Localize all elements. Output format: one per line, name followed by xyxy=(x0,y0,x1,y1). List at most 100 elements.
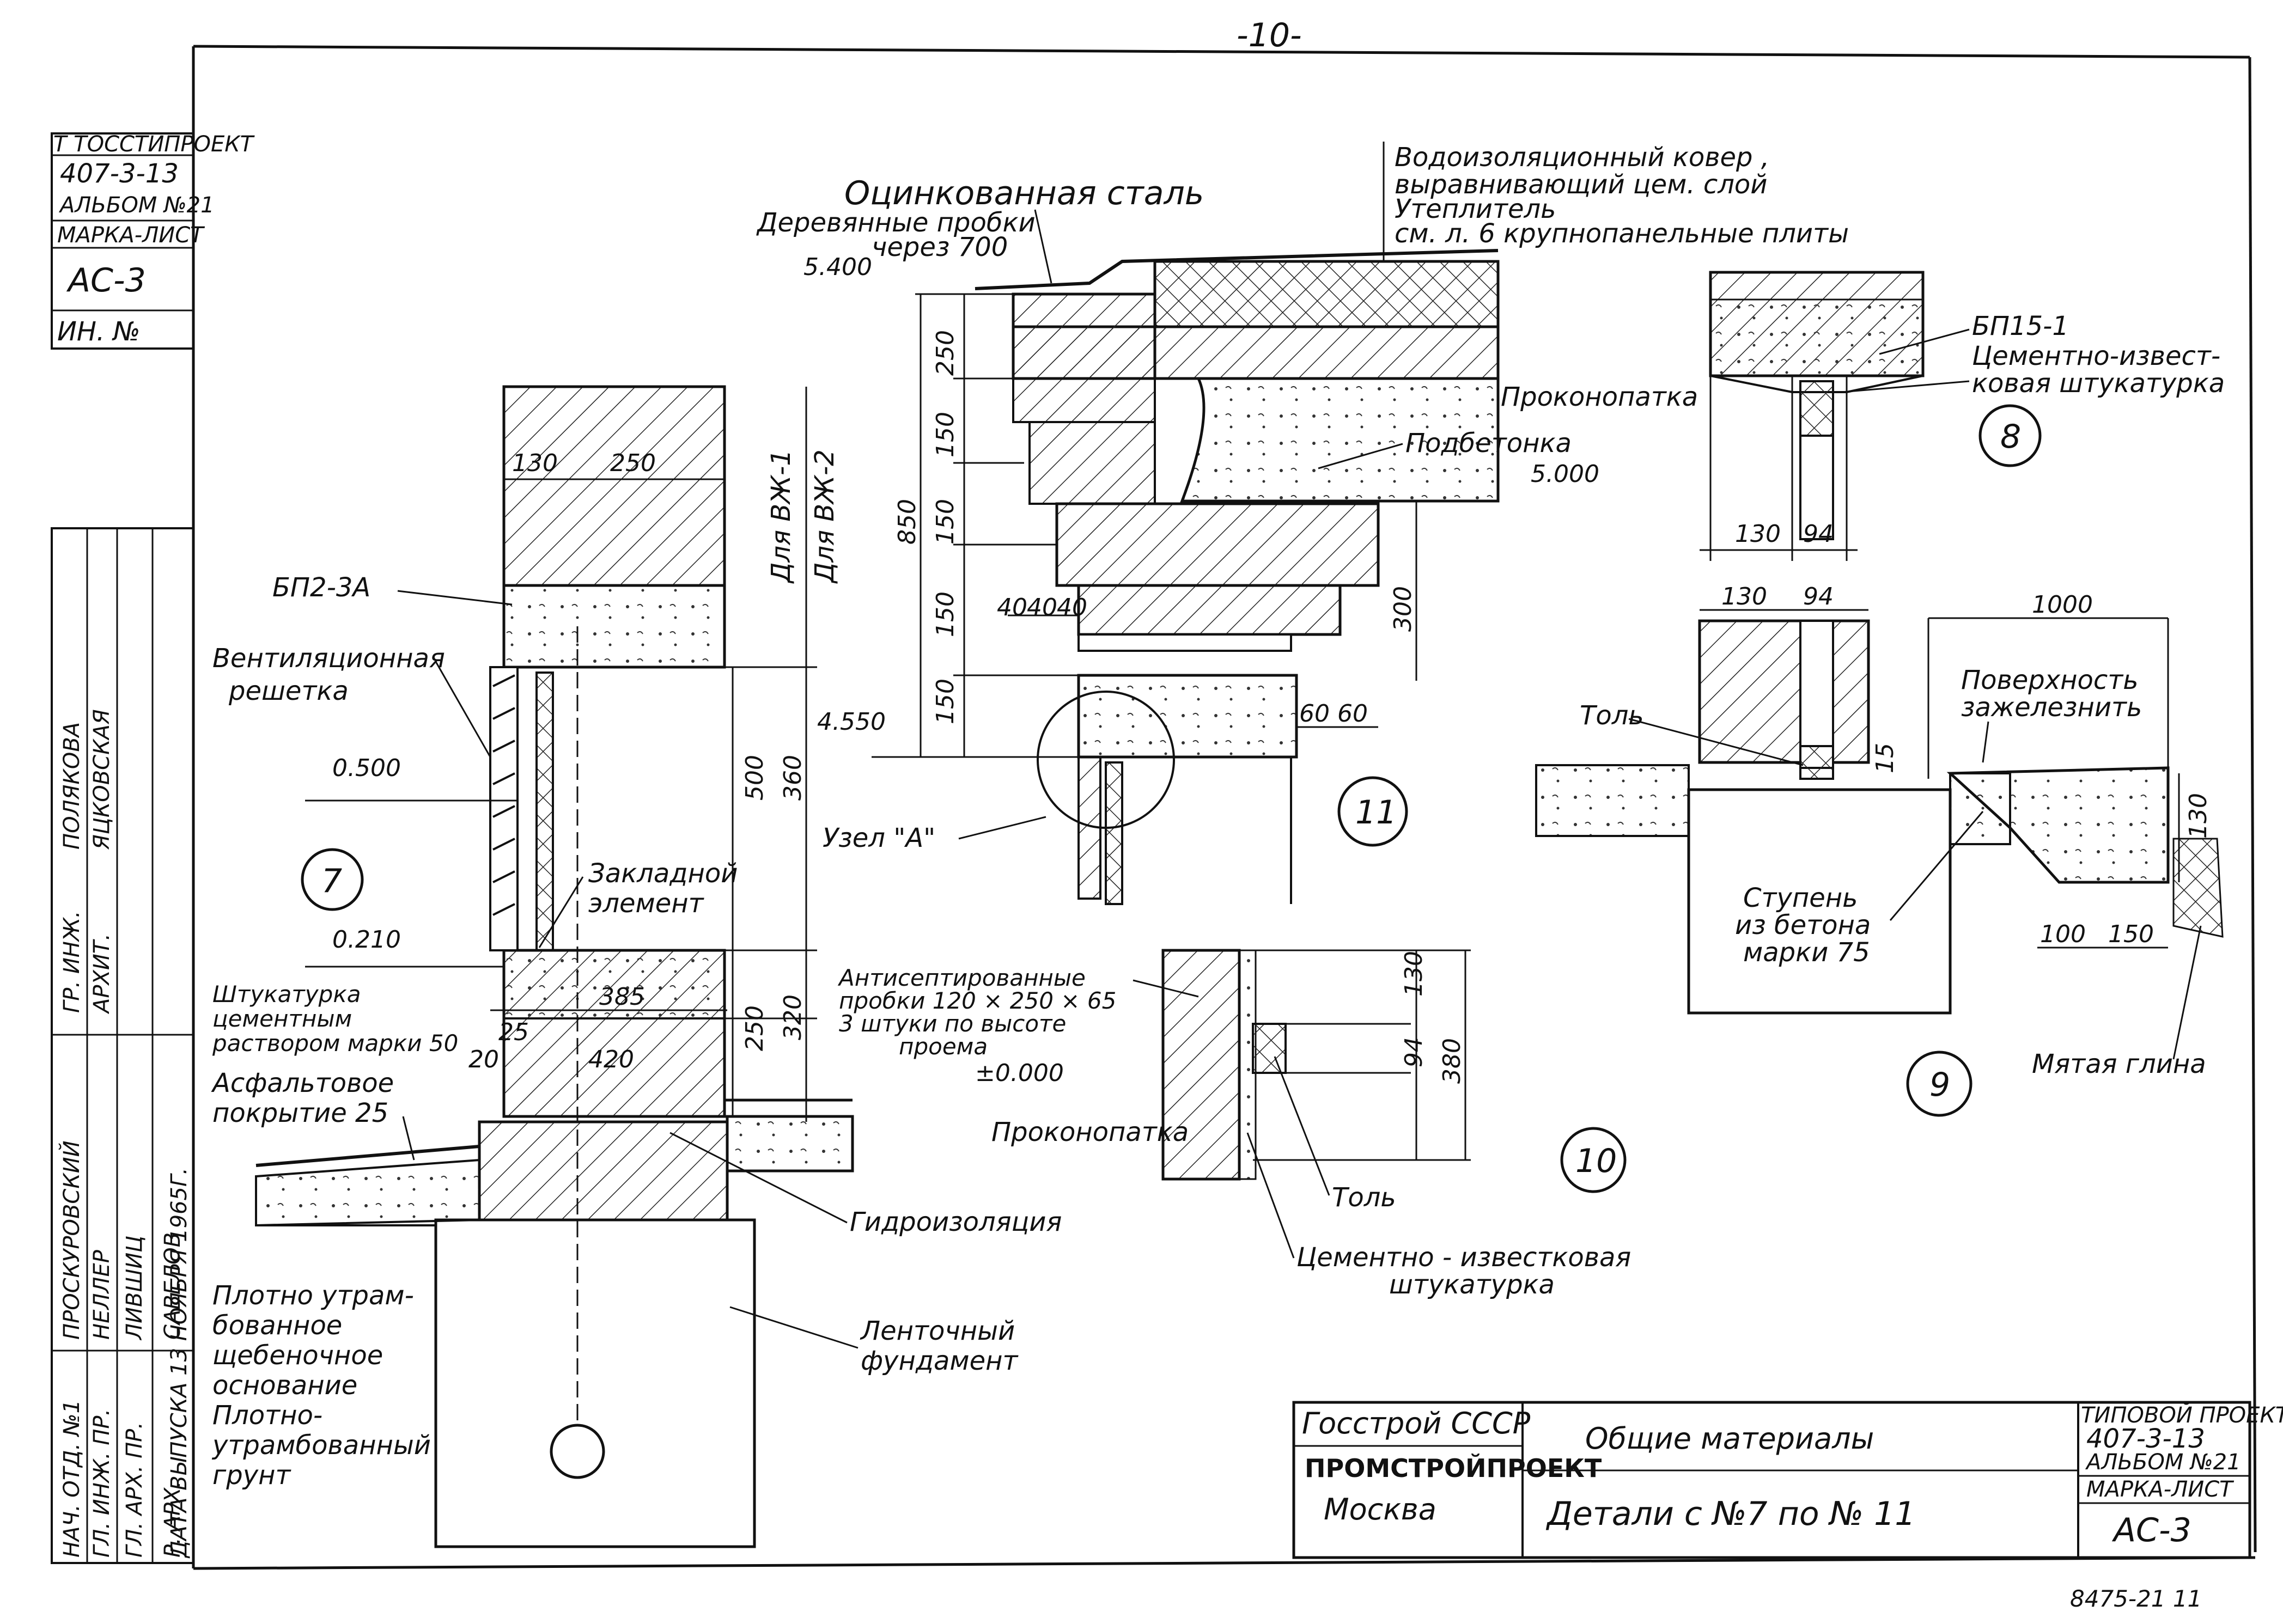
tb-album: АЛЬБОМ №21 xyxy=(2085,1450,2241,1475)
d8-dim-94: 94 xyxy=(1803,520,1834,548)
d9-step-1: Ступень xyxy=(1743,883,1858,913)
d9-step-3: марки 75 xyxy=(1743,937,1870,968)
sig-name-2: НЕЛЛЕР xyxy=(89,1249,114,1340)
detail-10: 10 Антисептированные пробки 120 × 250 × … xyxy=(837,949,1631,1300)
tb-project-code: 407-3-13 xyxy=(2086,1424,2205,1454)
stamp-line-3: АЛЬБОМ №21 xyxy=(58,193,215,218)
tb-title-2: Детали с №7 по № 11 xyxy=(1545,1495,1915,1533)
d9-dim-100: 100 xyxy=(2040,920,2086,948)
d7-dim-320: 320 xyxy=(779,994,807,1040)
tb-project-hdr: ТИПОВОЙ ПРОЕКТ xyxy=(2081,1402,2283,1428)
d7-dim-360: 360 xyxy=(779,755,807,801)
stamp-line-6: ИН. № xyxy=(57,316,140,347)
detail-9: 9 Толь Поверхность зажелезнить Ступень и… xyxy=(1535,583,2224,1117)
d7-found-2: фундамент xyxy=(861,1346,1019,1376)
detail-7: 7 БП2-3А Вентиляционная решетка Закладно… xyxy=(211,385,1062,1548)
d11-dim-250: 250 xyxy=(932,330,959,376)
d11-plugs-2: через 700 xyxy=(872,232,1008,262)
d7-found-1: Ленточный xyxy=(860,1316,1015,1346)
d11-dim-850: 850 xyxy=(893,499,921,545)
d7-gravel-3: щебеночное xyxy=(212,1340,383,1371)
detail-8-number: 8 xyxy=(2000,418,2021,456)
d7-vzh1: Для ВЖ-1 xyxy=(766,449,796,584)
d7-dim-250b: 250 xyxy=(741,1005,769,1051)
d7-soil-1: Плотно- xyxy=(212,1400,322,1431)
d7-bp-label: БП2-3А xyxy=(272,572,370,603)
title-block: Госстрой СССР ПРОМСТРОЙПРОЕКТ Москва Общ… xyxy=(1292,1401,2283,1559)
d9-step-2: из бетона xyxy=(1735,910,1871,941)
d9-dim-130b: 130 xyxy=(2184,793,2212,839)
d7-plaster-2: цементным xyxy=(212,1005,352,1032)
sig-name-3: ЛИВШИЦ xyxy=(122,1236,147,1341)
detail-11: 11 Оцинкованная сталь Деревянные пробки … xyxy=(756,142,1849,905)
sig-role-4: Р. АРХ. xyxy=(160,1481,185,1558)
d8-plaster-1: Цементно-извест- xyxy=(1972,341,2220,371)
d7-plaster-3: раствором марки 50 xyxy=(212,1030,458,1057)
sig-role-5: ГР. ИНЖ. xyxy=(59,911,84,1013)
d10-tol: Толь xyxy=(1332,1182,1396,1213)
d11-steel: Оцинкованная сталь xyxy=(844,174,1204,212)
tb-org-1: Госстрой СССР xyxy=(1302,1406,1531,1440)
sig-role-3: ГЛ. АРХ. ПР. xyxy=(122,1422,147,1558)
detail-7-number: 7 xyxy=(321,862,342,900)
d7-dim-25: 25 xyxy=(498,1018,529,1046)
d11-dim-150c: 150 xyxy=(932,591,959,637)
detail-10-number: 10 xyxy=(1575,1142,1617,1180)
d8-plaster-2: ковая штукатурка xyxy=(1972,368,2225,399)
d10-caulk: Проконопатка xyxy=(991,1117,1189,1147)
d11-roof-1: Водоизоляционный ковер , xyxy=(1395,142,1769,173)
stamp-line-1: Т ТОССТИПРОЕКТ xyxy=(53,132,255,157)
d7-vent-label-1: Вентиляционная xyxy=(212,643,445,674)
sig-role-1: НАЧ. ОТД. №1 xyxy=(59,1400,84,1558)
d7-hydro: Гидроизоляция xyxy=(850,1207,1062,1237)
signature-block: НАЧ. ОТД. №1 ПРОСКУРОВСКИЙ ГР. ИНЖ. ПОЛЯ… xyxy=(51,527,194,1564)
d7-dim-385: 385 xyxy=(599,983,645,1011)
d7-gravel-2: бованное xyxy=(212,1310,342,1341)
page-number: -10- xyxy=(1237,16,1302,54)
d7-level-0210: 0.210 xyxy=(332,926,401,954)
d10-anti-3: 3 штуки по высоте xyxy=(839,1010,1066,1037)
stamp-line-2: 407-3-13 xyxy=(60,158,179,189)
stamp-line-4: МАРКА-ЛИСТ xyxy=(57,223,205,248)
d9-dim-15: 15 xyxy=(1871,743,1899,773)
d9-surf-2: зажелезнить xyxy=(1961,692,2142,723)
d11-roof-2: выравнивающий цем. слой xyxy=(1395,169,1767,200)
d11-caulk: Проконопатка xyxy=(1501,382,1698,412)
d7-vzh2: Для ВЖ-2 xyxy=(809,449,840,584)
d7-dim-250: 250 xyxy=(610,449,656,477)
d7-dim-20: 20 xyxy=(468,1046,499,1073)
d7-plaster-1: Штукатурка xyxy=(212,981,361,1008)
d11-dim-60a: 60 xyxy=(1299,700,1330,728)
d7-soil-3: грунт xyxy=(212,1460,291,1491)
d7-embed-label-1: Закладной xyxy=(588,858,738,889)
left-stamp: Т ТОССТИПРОЕКТ 407-3-13 АЛЬБОМ №21 МАРКА… xyxy=(51,132,255,350)
d7-dim-500: 500 xyxy=(741,755,769,801)
sig-role-6: АРХИТ. xyxy=(89,933,114,1015)
d7-vent-label-2: решетка xyxy=(228,676,349,706)
d11-dim-40c: 40 xyxy=(1057,594,1087,621)
d7-asphalt-1: Асфальтовое xyxy=(211,1068,394,1098)
d7-gravel-4: основание xyxy=(212,1370,357,1401)
d7-asphalt-2: покрытие 25 xyxy=(212,1098,388,1128)
d7-embed-label-2: элемент xyxy=(588,888,705,919)
d9-dim-94: 94 xyxy=(1803,583,1834,610)
d9-clay: Мятая глина xyxy=(2032,1049,2206,1079)
d8-bp: БП15-1 xyxy=(1972,311,2069,341)
d9-dim-150: 150 xyxy=(2108,920,2154,948)
d11-roof-3: Утеплитель xyxy=(1395,194,1556,224)
tb-mark: АС-3 xyxy=(2111,1511,2191,1549)
d11-dim-150b: 150 xyxy=(932,499,959,545)
detail-11-number: 11 xyxy=(1355,793,1397,832)
tb-mark-hdr: МАРКА-ЛИСТ xyxy=(2086,1477,2235,1502)
d11-dim-150a: 150 xyxy=(932,412,959,457)
d11-concrete: Подбетонка xyxy=(1405,428,1572,459)
d11-dim-60b: 60 xyxy=(1337,700,1368,728)
d11-level-5000: 5.000 xyxy=(1531,460,1599,488)
tb-city: Москва xyxy=(1324,1492,1436,1527)
d11-dim-150d: 150 xyxy=(932,679,959,724)
d11-dim-40b: 40 xyxy=(1027,594,1057,621)
d10-dim-130: 130 xyxy=(1400,951,1428,997)
d9-dim-130: 130 xyxy=(1721,583,1767,610)
d9-tol: Толь xyxy=(1580,700,1644,731)
